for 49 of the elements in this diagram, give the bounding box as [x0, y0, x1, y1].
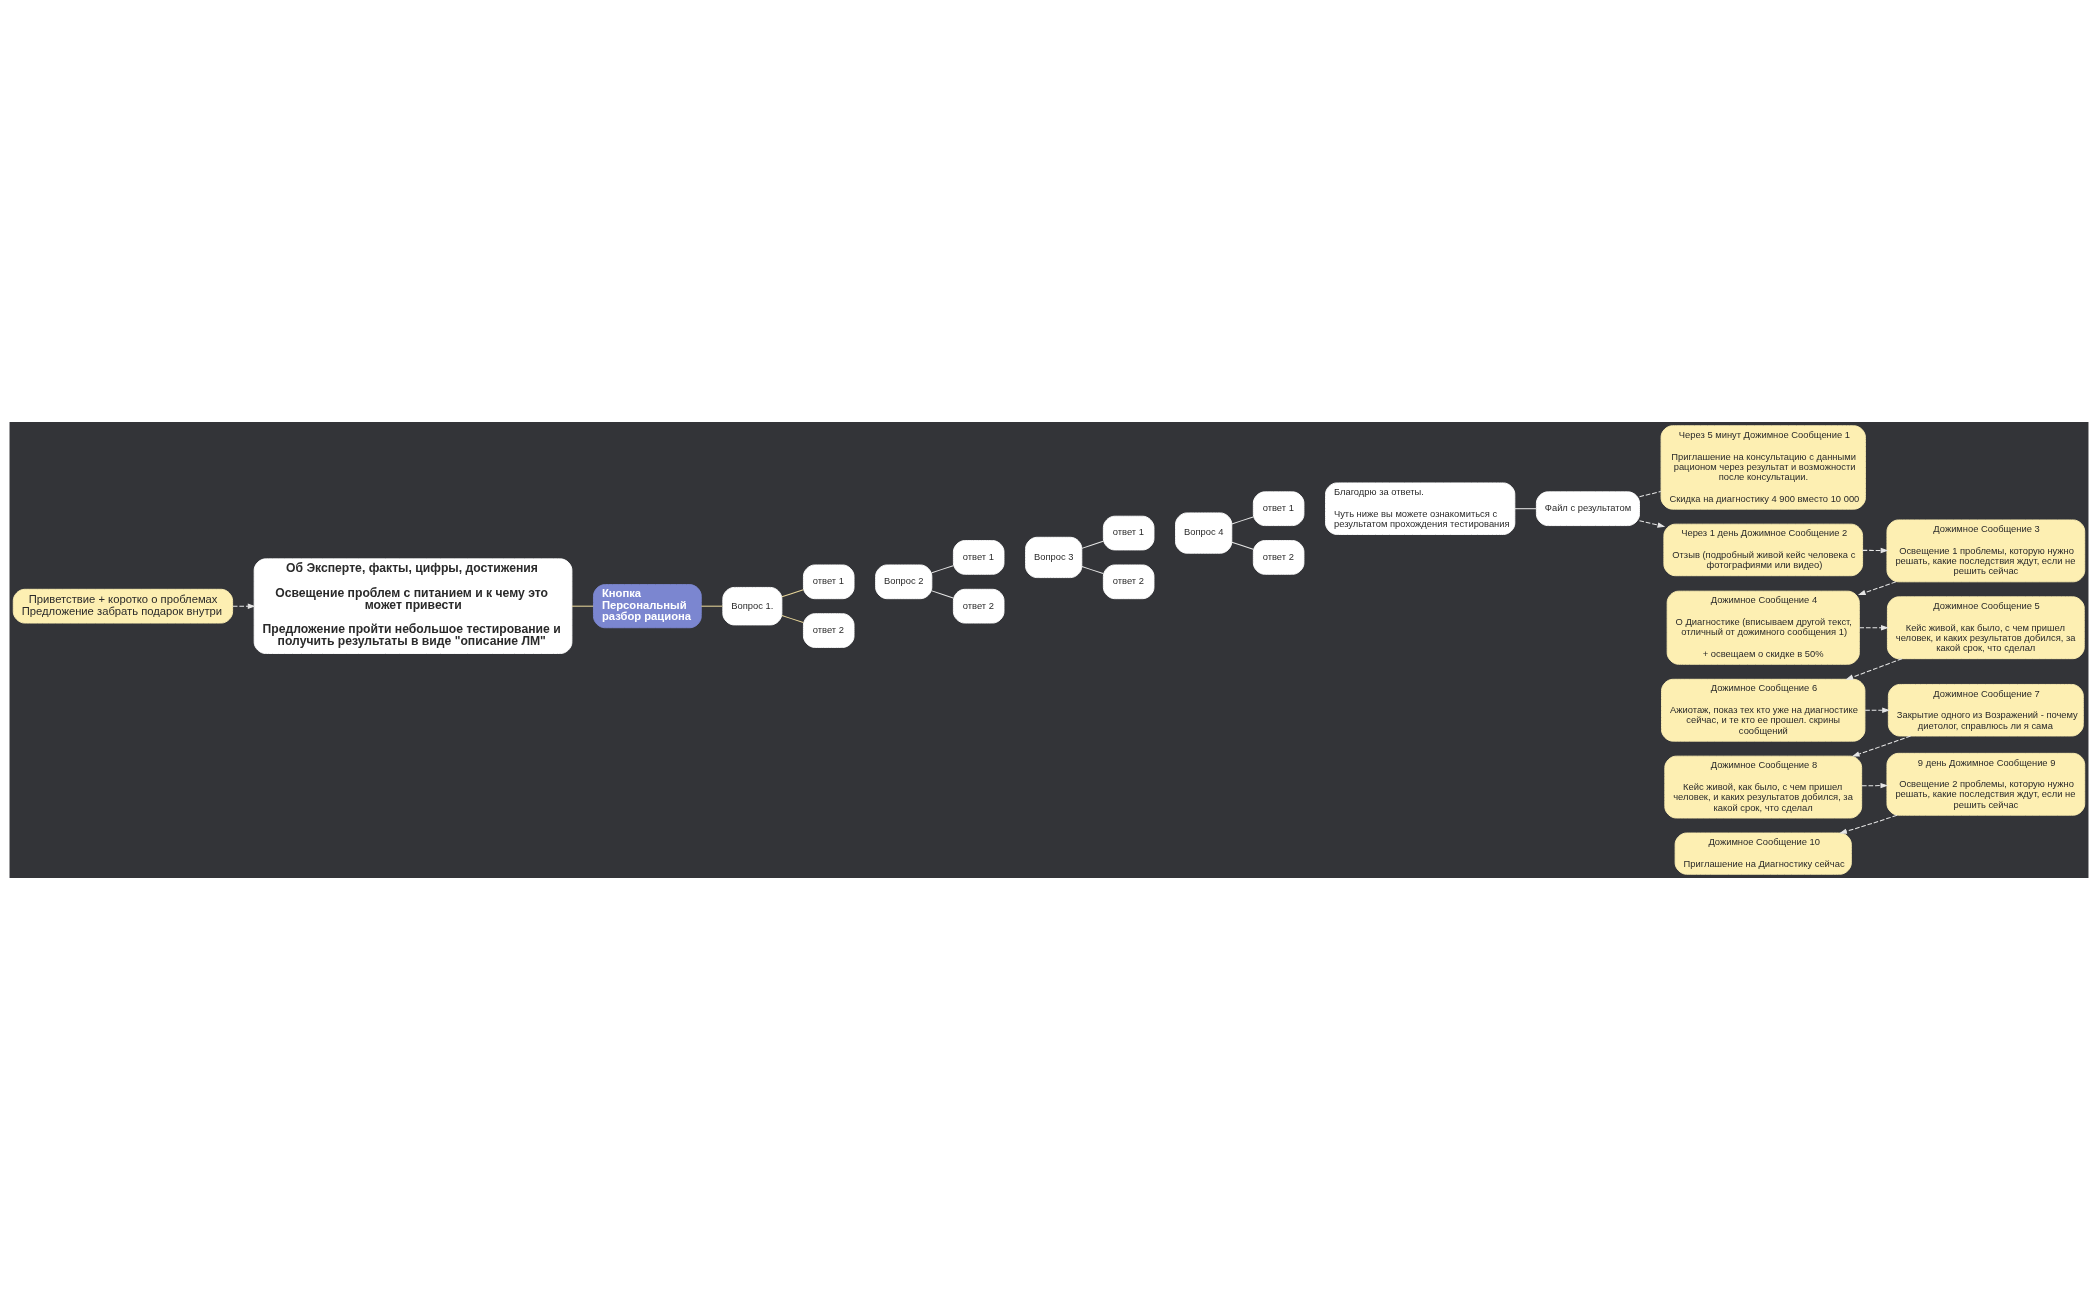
node-box: ответ 2 [1102, 564, 1155, 600]
arrow [1864, 707, 1890, 713]
node-box: Благодрю за ответы. Чуть ниже вы можете ознакомиться с результатом прохождения тестирования [1325, 482, 1516, 535]
node-box: Дожимное Сообщение 4 О Диагностике (вписываем другой текст, отличный от дожимного сообщения 1) + освещаем о скидке в 50% [1666, 590, 1860, 665]
connector [1514, 508, 1537, 510]
connector [1231, 541, 1254, 550]
arrow [1858, 625, 1889, 631]
node-box: ответ 1 [802, 564, 855, 600]
arrow [1639, 520, 1666, 528]
node-box: Дожимное Сообщение 8 Кейс живой, как было, с чем пришел человек, и каких результатов добился, за какой срок, что сделал [1664, 755, 1863, 819]
node-box: Через 5 минут Дожимное Сообщение 1 Приглашение на консультацию с данными рационом через результат и возможности после консультации. Скидка на диагностику 4 900 вместо 10 000 [1660, 425, 1866, 510]
arrow [1851, 735, 1912, 757]
node-box: Дожимное Сообщение 6 Ажиотаж, показ тех кто уже на диагностике сейчас, и те кто ее прошел. скрины сообщений [1661, 678, 1866, 742]
node-box: ответ 1 [952, 540, 1005, 575]
node-box: Приветствие + коротко о проблемах Предложение забрать подарок внутри [12, 588, 234, 624]
node-box: Вопрос 2 [875, 564, 933, 600]
node-box: ответ 2 [952, 588, 1005, 624]
connector [571, 605, 594, 607]
node-box: ответ 1 [1252, 491, 1305, 527]
connector [781, 615, 804, 624]
node-box: Вопрос 4 [1175, 512, 1233, 554]
node-box: Дожимное Сообщение 7 Закрытие одного из Возражений - почему диетолог, справлюсь ли я сама [1887, 684, 2084, 737]
connector [781, 589, 804, 598]
arrow [1839, 814, 1898, 834]
node-box: ответ 2 [1252, 540, 1305, 575]
connector [700, 605, 724, 607]
node-box: Кнопка Персональный разбор рациона [593, 584, 702, 629]
node-box: 9 день Дожимное Сообщение 9 Освещение 2 проблемы, которую нужно решать, какие последствия ждут, если не решить сейчас [1886, 752, 2086, 816]
connector [931, 590, 954, 599]
node-box: Дожимное Сообщение 5 Кейс живой, как было, с чем пришел человек, и каких результатов добился, за какой срок, что сделал [1886, 596, 2085, 660]
connector [931, 565, 954, 574]
node-box: ответ 1 [1102, 515, 1155, 551]
connector [1231, 516, 1254, 525]
node-box: Дожимное Сообщение 10 Приглашение на Диагностику сейчас [1674, 832, 1852, 875]
node-box: Вопрос 3 [1025, 536, 1083, 579]
connector [1639, 491, 1662, 498]
connector [1081, 566, 1104, 575]
node-box: Файл с результатом [1535, 491, 1640, 527]
arrow [232, 603, 256, 609]
node-box: Об Эксперте, факты, цифры, достижения Освещение проблем с питанием и к чему это может привести Предложение пройти небольшое тестирование и получить результаты в виде "описание ЛМ" [253, 558, 573, 654]
arrow [1861, 782, 1889, 789]
connector [1081, 540, 1104, 549]
node-box: Вопрос 1. [722, 586, 783, 626]
node-box: Дожимное Сообщение 3 Освещение 1 проблемы, которую нужно решать, какие последствия ждут, если не решить сейчас [1886, 519, 2086, 583]
node-box: ответ 2 [802, 613, 855, 648]
arrow [1862, 547, 1889, 554]
node-box: Через 1 день Дожимное Сообщение 2 Отзыв (подробный живой кейс человека с фотографиями или видео) [1663, 523, 1864, 577]
arrow [1857, 581, 1897, 596]
arrow [1845, 658, 1903, 680]
